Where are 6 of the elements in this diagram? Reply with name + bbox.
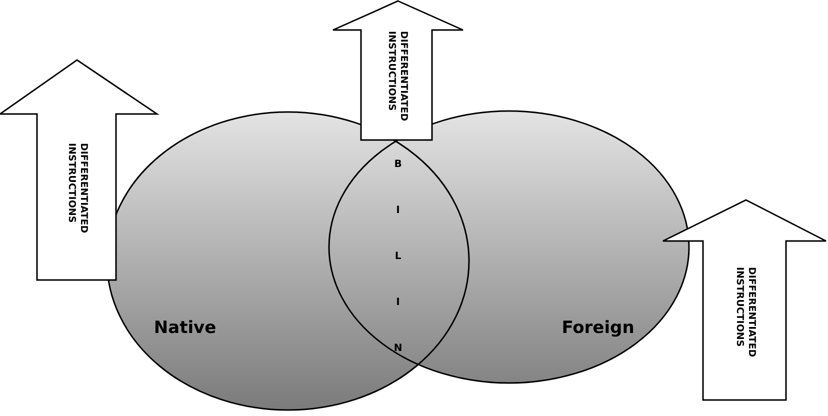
arrow-label: DIFFERENTIATED INSTRUCTIONS <box>64 143 88 236</box>
arrow-label: DIFFERENTIATED INSTRUCTIONS <box>384 31 408 124</box>
circle-label: Foreign <box>562 318 634 338</box>
circle-label: Native <box>154 318 216 338</box>
arrow-label: DIFFERENTIATED INSTRUCTIONS <box>732 266 756 359</box>
vertical-word: BILIN <box>393 158 403 356</box>
